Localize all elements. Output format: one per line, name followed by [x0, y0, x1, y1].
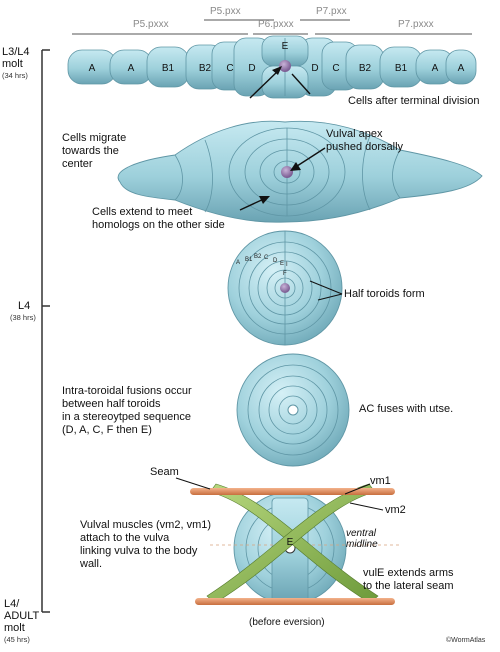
header-p5b: P5.pxx [210, 6, 241, 17]
eversion-caption: (before eversion) [249, 617, 325, 628]
stage2-name: L4 [18, 300, 31, 312]
stage2-time: (38 hrs) [10, 313, 36, 322]
cell-row [67, 35, 477, 99]
cell-letter-10: B1 [395, 63, 408, 74]
seam-pointer [175, 477, 211, 490]
stage-l4-adult: L4/ ADULT molt (45 hrs) [4, 598, 39, 646]
stage-l3-l4: L3/L4 molt (34 hrs) [2, 46, 30, 82]
toroid-label-a: A [236, 260, 240, 266]
header-p7b: P7.pxx [316, 6, 347, 17]
ac-fuse-caption: AC fuses with utse. [359, 403, 454, 415]
stage1-name2: molt [2, 58, 23, 70]
fused-toroids [236, 353, 350, 467]
fusions-caption: Intra-toroidal fusions occur between hal… [62, 385, 192, 436]
muscle-vm-b [206, 483, 376, 604]
seam-label: Seam [150, 466, 179, 478]
cell-letter-5: D [248, 63, 255, 74]
vulva-muscles [190, 483, 400, 605]
migrate-caption: Cells migrate towards the center [62, 132, 127, 170]
terminal-caption: Cells after terminal division [348, 95, 480, 107]
ventral-midline-label: ventral midline [346, 528, 378, 550]
seam-top [190, 488, 395, 495]
cell-letter-1: A [128, 63, 135, 74]
cell-letter-9: B2 [359, 63, 372, 74]
cell-letter-7: D [311, 63, 318, 74]
toroid-label-i: I [286, 262, 288, 268]
vm2-label: vm2 [385, 504, 406, 516]
cell-letter-2: B1 [162, 63, 175, 74]
apex-caption: Vulval apex pushed dorsally [326, 128, 404, 153]
extend-caption: Cells extend to meet homologs on the oth… [92, 206, 225, 231]
cell-letter-4: C [226, 63, 233, 74]
header-p5: P5.pxxx [133, 19, 169, 30]
stage3-name3: molt [4, 622, 25, 634]
stage-l4: L4 (38 hrs) [10, 300, 36, 324]
vm2-pointer [349, 502, 384, 511]
apex-pointer [293, 147, 326, 169]
header-p7: P7.pxxx [398, 19, 434, 30]
header-p6: P6.pxxx [258, 19, 294, 30]
stage3-name: L4/ [4, 598, 20, 610]
cell-letter-12: A [458, 63, 465, 74]
cell-letter-6: E [282, 41, 289, 52]
stage3-time: (45 hrs) [4, 635, 30, 644]
toroids-caption: Half toroids form [344, 288, 425, 300]
toroid-label-d: D [273, 258, 278, 264]
credit: ©WormAtlas [446, 637, 486, 644]
seam-bottom [195, 598, 395, 605]
ac-pointer [249, 69, 280, 99]
toroid-label-b2: B2 [254, 254, 262, 260]
migrating-cells [117, 120, 483, 223]
cell-letter-11: A [432, 63, 439, 74]
toroid-pointer-2 [317, 293, 343, 301]
anchor-cell-ac [279, 60, 291, 72]
stage1-time: (34 hrs) [2, 71, 28, 80]
cell-letter-0: A [89, 63, 96, 74]
e-label: E [287, 537, 294, 548]
vm1-pointer [344, 483, 371, 495]
toroid-label-c: C [264, 255, 269, 261]
f-pointer [291, 73, 311, 95]
toroid-pointer-1 [309, 280, 343, 295]
muscles-caption: Vulval muscles (vm2, vm1) attach to the … [80, 519, 212, 570]
toroid-label-f: F [283, 271, 287, 277]
cell-letter-3: B2 [199, 63, 212, 74]
vule-caption: vulE extends arms to the lateral seam [363, 567, 454, 592]
stage1-name: L3/L4 [2, 46, 30, 58]
cell-A-right-2 [445, 49, 477, 85]
vm1-label: vm1 [370, 475, 391, 487]
half-toroids [227, 230, 343, 346]
stage3-name2: ADULT [4, 610, 40, 622]
toroid-label-e: E [280, 261, 284, 267]
cell-letter-8: C [332, 63, 339, 74]
toroid-label-b1: B1 [245, 257, 253, 263]
